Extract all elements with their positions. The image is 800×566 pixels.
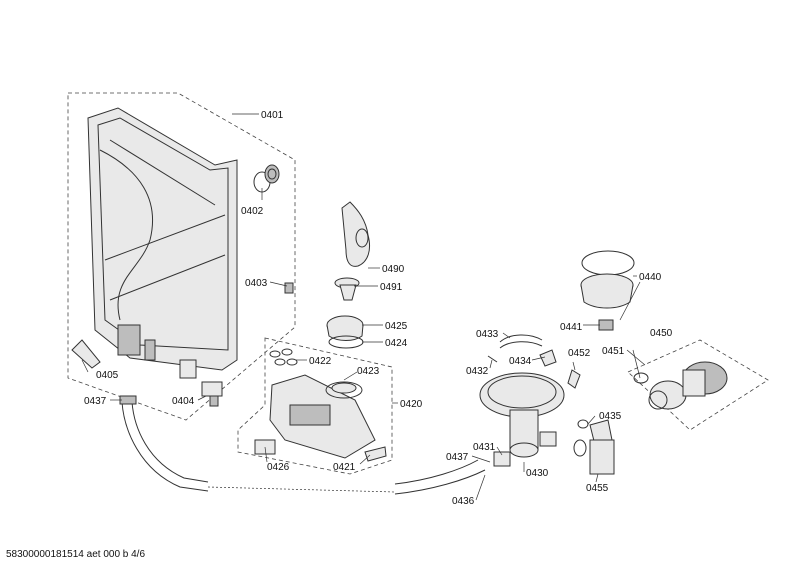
label-0433: 0433 xyxy=(476,329,499,340)
document-footer: 58300000181514 aet 000 b 4/6 xyxy=(6,549,146,560)
label-0423: 0423 xyxy=(357,366,380,377)
label-0451: 0451 xyxy=(602,346,625,357)
label-0402: 0402 xyxy=(241,206,264,217)
pump-housing-group xyxy=(580,250,635,331)
label-0450: 0450 xyxy=(650,328,673,339)
label-0434: 0434 xyxy=(509,356,532,367)
circulation-pump-group xyxy=(627,339,769,431)
salt-funnel-group xyxy=(326,201,371,349)
label-0440: 0440 xyxy=(639,272,662,283)
sump-group xyxy=(479,334,581,467)
label-0430: 0430 xyxy=(526,468,549,479)
label-0435: 0435 xyxy=(599,411,622,422)
label-0436: 0436 xyxy=(452,496,475,507)
label-0422: 0422 xyxy=(309,356,332,367)
label-0425: 0425 xyxy=(385,321,408,332)
label-0420: 0420 xyxy=(400,399,423,410)
label-0455: 0455 xyxy=(586,483,609,494)
label-0426: 0426 xyxy=(267,462,290,473)
part-labels: 0401 0402 0403 0404 0405 0437 0490 0491 … xyxy=(84,110,673,507)
label-0490: 0490 xyxy=(382,264,405,275)
label-0431: 0431 xyxy=(473,442,496,453)
drain-pump-group xyxy=(573,419,615,475)
label-0452: 0452 xyxy=(568,348,591,359)
label-0432: 0432 xyxy=(466,366,489,377)
label-0403: 0403 xyxy=(245,278,268,289)
label-0401: 0401 xyxy=(261,110,284,121)
label-0404: 0404 xyxy=(172,396,195,407)
label-0405: 0405 xyxy=(96,370,119,381)
leader-lines xyxy=(81,113,646,501)
label-0437-right: 0437 xyxy=(446,452,469,463)
base-panel-group xyxy=(67,92,486,495)
label-0421: 0421 xyxy=(333,462,356,473)
heater-assembly-group xyxy=(237,337,393,475)
label-0437-left: 0437 xyxy=(84,396,107,407)
label-0441: 0441 xyxy=(560,322,583,333)
label-0491: 0491 xyxy=(380,282,403,293)
label-0424: 0424 xyxy=(385,338,408,349)
